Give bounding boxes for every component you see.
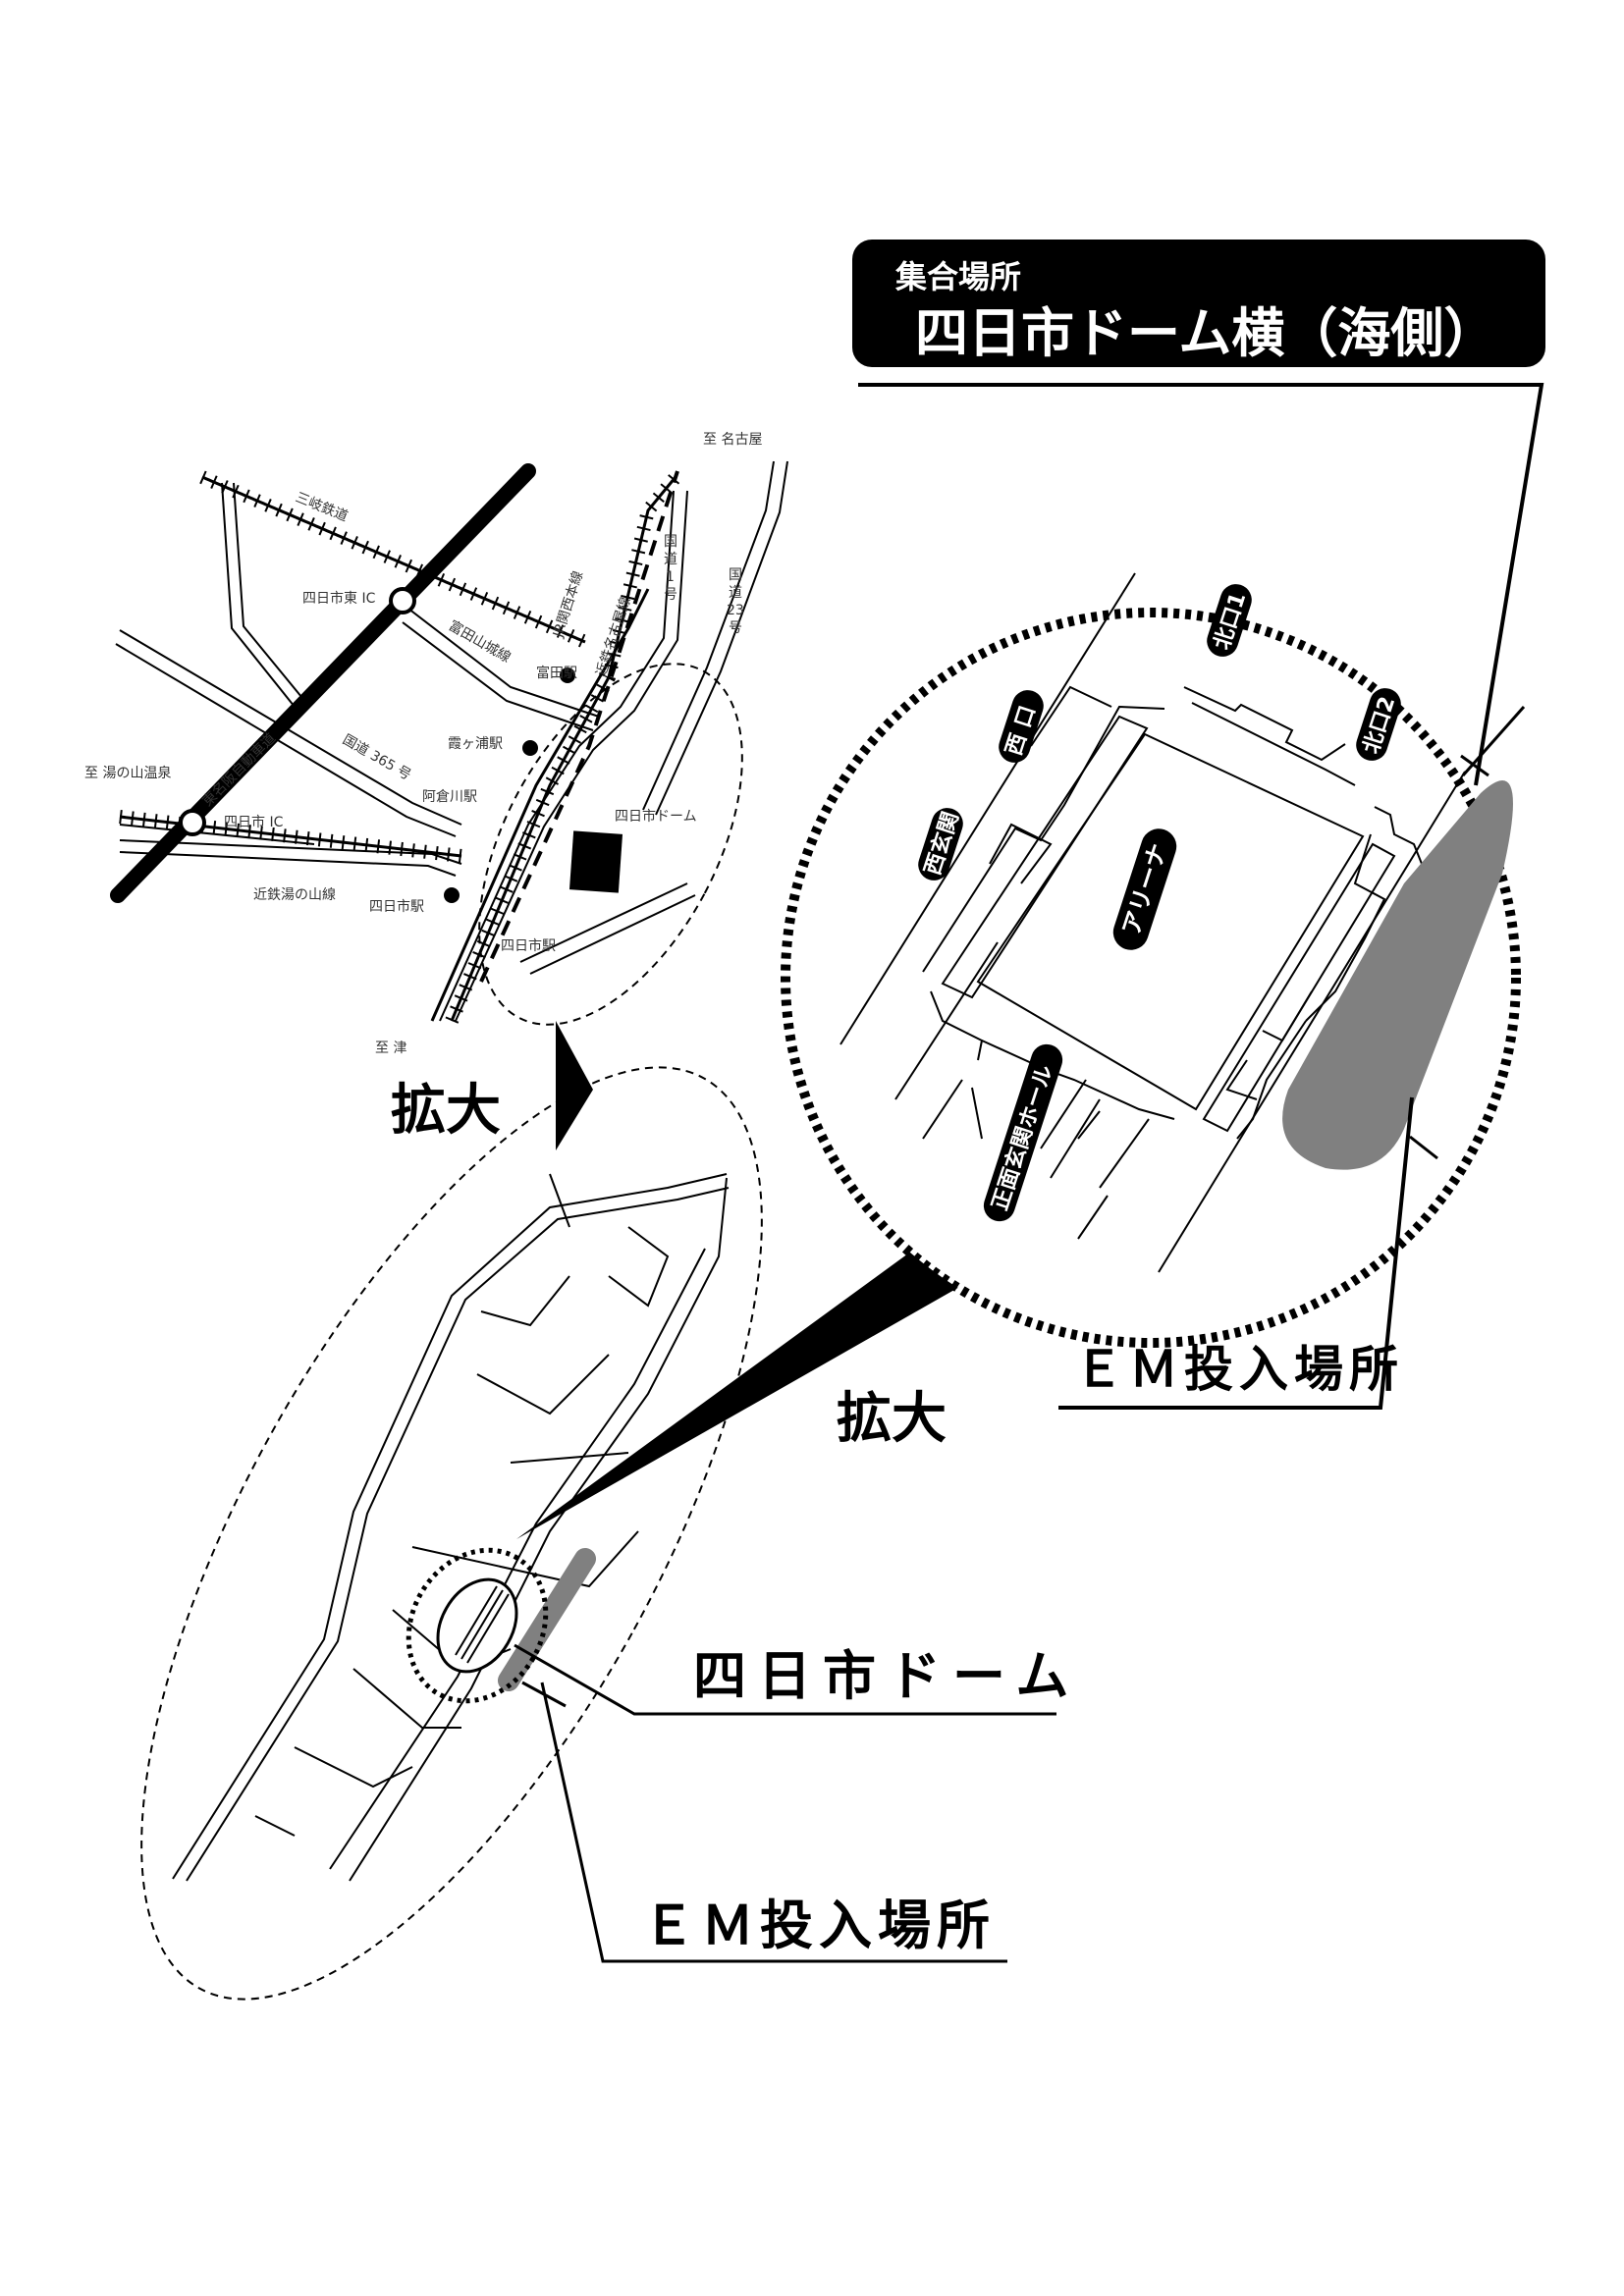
zoom-pointer-icon xyxy=(516,1243,968,1539)
label-akura-station: 阿倉川駅 xyxy=(422,789,477,805)
svg-text:道: 道 xyxy=(664,552,677,567)
station-dot-icon xyxy=(560,667,575,683)
svg-text:国: 国 xyxy=(729,567,742,583)
detail-em-leader xyxy=(1058,1096,1414,1410)
overview-stations xyxy=(179,587,575,903)
label-meihan: 東名阪自動車道 xyxy=(199,730,279,810)
label-route365: 国道 365 号 xyxy=(340,732,413,784)
label-dome: 四日市ドーム xyxy=(615,808,697,825)
label-route1: 国 道 1 号 xyxy=(664,534,677,603)
area-map: 四日市ドーム ＥＭ投入場所 xyxy=(140,1066,1080,2001)
label-yokkaichi-station-jr: 四日市駅 xyxy=(501,937,556,954)
interchange-icon xyxy=(389,587,416,614)
detail-em-label: ＥＭ投入場所 xyxy=(1074,1341,1404,1398)
interchange-icon xyxy=(179,809,206,836)
area-roads xyxy=(172,1173,730,1882)
overview-railways xyxy=(119,470,681,1024)
overview-focus-ellipse xyxy=(478,663,743,1026)
west-gate-pill xyxy=(999,690,1044,763)
area-dome-leader xyxy=(514,1643,1056,1716)
meihan-expressway xyxy=(110,463,536,903)
callout-label: 集合場所 xyxy=(894,258,1021,295)
svg-text:1: 1 xyxy=(666,569,675,585)
svg-text:国: 国 xyxy=(664,534,677,550)
west-entrance-pill xyxy=(918,808,963,881)
label-tomita-station: 富田駅 xyxy=(536,665,577,681)
svg-text:号: 号 xyxy=(729,620,742,636)
overview-roads xyxy=(115,460,788,1022)
detail-em-shape xyxy=(1282,780,1513,1170)
zoom-label-2: 拡大 xyxy=(837,1387,947,1451)
callout-box xyxy=(852,240,1545,367)
dome-marker-icon xyxy=(568,830,623,893)
label-yunoyama-line: 近鉄湯の山線 xyxy=(253,886,336,903)
callout-title: 四日市ドーム横（海側） xyxy=(915,302,1496,364)
label-yunoyama: 至 湯の山温泉 xyxy=(84,765,171,781)
zoom-pointer-icon xyxy=(556,1021,593,1150)
area-em-label: ＥＭ投入場所 xyxy=(642,1895,996,1956)
area-dome-label: 四日市ドーム xyxy=(693,1645,1080,1707)
label-yokkaichi-ic: 四日市 IC xyxy=(224,814,284,830)
svg-text:23: 23 xyxy=(727,603,744,618)
svg-text:号: 号 xyxy=(664,587,677,603)
north-gate-2-pill xyxy=(1356,688,1401,761)
overview-map: 三岐鉄道 四日市東 IC 富田山城線 富田駅 霞ヶ浦駅 阿倉川駅 国道 365 … xyxy=(84,432,788,1056)
area-dome-hatching xyxy=(455,1585,510,1664)
station-dot-icon xyxy=(522,740,538,756)
area-dome-shape xyxy=(436,1577,518,1674)
callout: 集合場所 四日市ドーム横（海側） xyxy=(852,240,1545,786)
zoom-label-1: 拡大 xyxy=(391,1079,501,1143)
main-entrance-pill xyxy=(983,1043,1063,1222)
label-route23: 国 道 23 号 xyxy=(727,567,744,636)
label-yokkaichi-higashi-ic: 四日市東 IC xyxy=(302,590,376,607)
station-dot-icon xyxy=(444,887,460,903)
north-gate-1-pill xyxy=(1207,584,1252,657)
detail-structure xyxy=(839,572,1466,1273)
area-em-leader xyxy=(540,1682,1007,1963)
label-to-tsu: 至 津 xyxy=(375,1041,406,1056)
label-jr-kansai-line: JR関西本線 xyxy=(550,569,586,640)
label-kasumigaura-station: 霞ヶ浦駅 xyxy=(448,736,503,752)
label-tomita-yamashiro-line: 富田山城線 xyxy=(446,617,514,667)
svg-text:道: 道 xyxy=(729,585,742,601)
callout-leader xyxy=(858,383,1544,786)
label-to-nagoya: 至 名古屋 xyxy=(703,432,762,448)
area-dotted-focus xyxy=(406,1547,549,1704)
label-yokkaichi-station-kintetsu: 四日市駅 xyxy=(369,898,424,915)
detail-map: アリーナ 北口1 北口2 西 口 西玄関 正面玄関ホール xyxy=(781,572,1526,1410)
arena-pill xyxy=(1112,828,1177,950)
